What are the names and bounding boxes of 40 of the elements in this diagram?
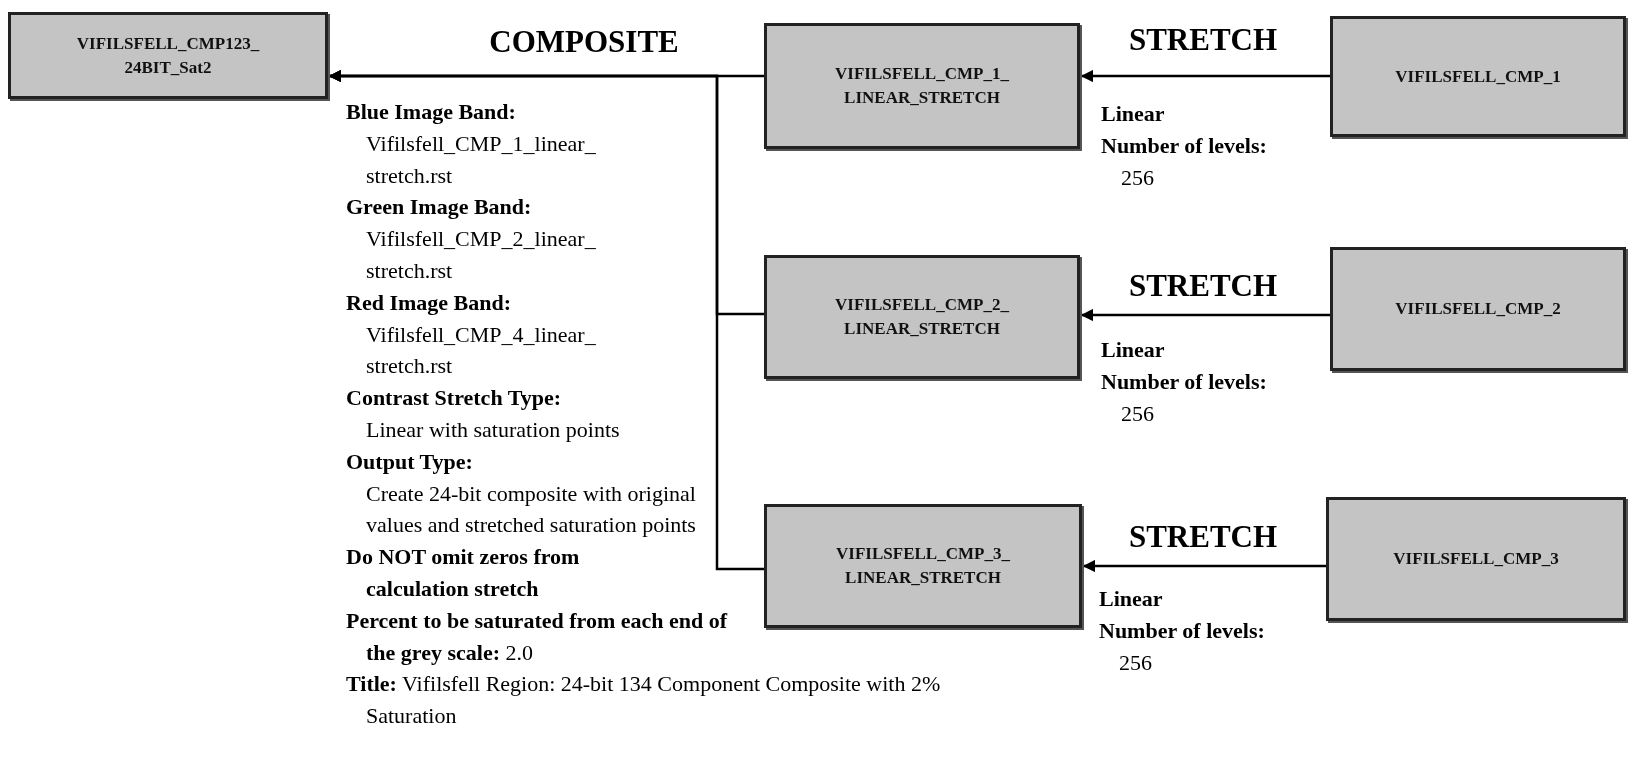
parameter-text: Number of levels: xyxy=(1101,131,1267,160)
process-box xyxy=(8,12,328,99)
box-label: VIFILSFELL_CMP_3 xyxy=(1393,548,1559,570)
arrow xyxy=(1082,559,1326,573)
parameter-text: Percent to be saturated from each end of the grey scale: 2.0 xyxy=(346,606,729,667)
parameter-text: Do NOT omit zeros from calculation stretch xyxy=(346,543,581,603)
parameter-text: Linear with saturation points xyxy=(366,415,621,444)
parameter-text: Contrast Stretch Type: xyxy=(346,384,562,413)
box-label: VIFILSFELL_CMP_2_ LINEAR_STRETCH xyxy=(834,294,1010,340)
parameter-text: Title: Vifilsfell Region: 24-bit 134 Component Composite with 2% Saturation xyxy=(346,670,942,731)
parameter-text: 256 xyxy=(1121,163,1154,192)
parameter-text: Number of levels: xyxy=(1101,367,1267,396)
arrow xyxy=(1080,69,1330,83)
process-box xyxy=(1330,247,1626,371)
process-box xyxy=(764,23,1080,149)
box-label: VIFILSFELL_CMP123_ 24BIT_Sat2 xyxy=(75,32,261,79)
parameter-text: Linear xyxy=(1099,585,1163,613)
box-label: VIFILSFELL_CMP_2 xyxy=(1395,298,1561,320)
parameter-text: Vifilsfell_CMP_4_linear_ stretch.rst xyxy=(366,320,597,381)
parameter-text: Blue Image Band: xyxy=(346,98,516,126)
parameter-text: 256 xyxy=(1121,399,1154,428)
parameter-text: Number of levels: xyxy=(1099,616,1265,645)
parameter-text: Output Type: xyxy=(346,447,473,476)
process-box xyxy=(1330,16,1626,137)
parameter-text: Linear xyxy=(1101,336,1165,364)
process-box xyxy=(1326,497,1626,621)
box-label: VIFILSFELL_CMP_3_ LINEAR_STRETCH xyxy=(835,543,1011,589)
parameter-text: Linear xyxy=(1101,100,1165,128)
parameter-text: Green Image Band: xyxy=(346,193,532,222)
box-label: VIFILSFELL_CMP_1_ LINEAR_STRETCH xyxy=(834,63,1010,109)
arrow xyxy=(1080,308,1330,322)
arrow xyxy=(328,69,764,571)
process-box xyxy=(764,255,1080,379)
parameter-text: Create 24-bit composite with original values and stretched saturation points xyxy=(366,479,696,540)
parameter-text: Vifilsfell_CMP_2_linear_ stretch.rst xyxy=(366,225,597,285)
parameter-text: Vifilsfell_CMP_1_linear_ stretch.rst xyxy=(366,129,597,190)
box-label: VIFILSFELL_CMP_1 xyxy=(1395,65,1561,88)
process-box xyxy=(764,504,1082,628)
parameter-text: Red Image Band: xyxy=(346,288,511,317)
parameter-text: 256 xyxy=(1119,648,1152,677)
